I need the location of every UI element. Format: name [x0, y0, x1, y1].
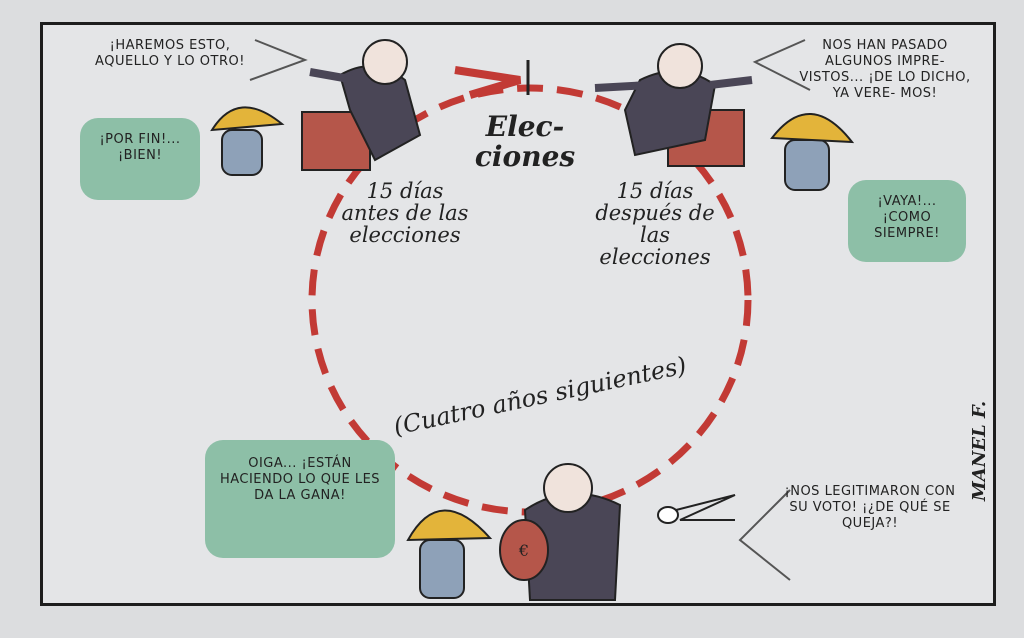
label-elecciones: Elec- ciones — [474, 110, 576, 173]
worker-top-left — [210, 106, 285, 176]
speech-excuse: Nos han pasado algunos impre- vistos... … — [799, 38, 971, 101]
politician-campaigning — [301, 39, 422, 171]
politician-after-election — [594, 43, 753, 167]
speech-tail — [738, 489, 791, 581]
worker-top-right — [770, 113, 855, 191]
label-after-elections: 15 días después de las elecciones — [595, 179, 715, 269]
politician-with-money — [499, 463, 736, 601]
comic-panel — [40, 22, 996, 606]
label-before-elections: 15 días antes de las elecciones — [341, 179, 469, 247]
speech-tail — [752, 39, 811, 91]
worker-bottom — [406, 509, 493, 599]
scissors-icon — [657, 494, 736, 524]
bubble-worker-complaint: Oiga... ¡Están haciendo lo que les da la… — [205, 440, 395, 558]
bubble-worker-happy: ¡Por fin!... ¡Bien! — [80, 118, 200, 200]
euro-symbol: € — [518, 541, 530, 560]
speech-legitimized: ¡Nos legitimaron con su voto! ¡¿De qué s… — [784, 484, 956, 531]
bubble-worker-resigned: ¡Vaya!... ¡Como siempre! — [848, 180, 966, 262]
money-bag-icon — [499, 519, 549, 581]
artist-signature: MANEL F. — [969, 400, 990, 502]
speech-tail — [249, 39, 308, 81]
speech-promise: ¡Haremos esto, aquello y lo otro! — [95, 38, 245, 69]
arrow-icon — [454, 66, 522, 99]
